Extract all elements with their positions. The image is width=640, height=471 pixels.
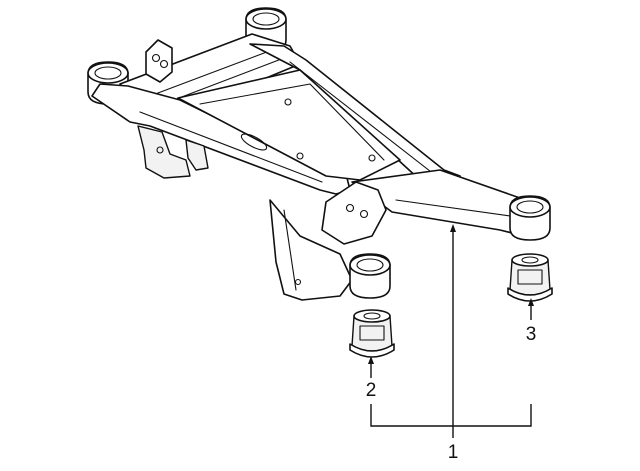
front-left-mount-cup [349, 253, 391, 299]
front-right-mount-cup [509, 195, 551, 241]
rear-subframe-assembly [87, 7, 551, 301]
callout-2: 2 [366, 380, 377, 401]
front-left-lower-body [269, 199, 353, 301]
callout-1: 1 [448, 442, 459, 463]
left-side-rail [91, 83, 351, 195]
left-hanging-bracket [137, 125, 191, 179]
bushing-part-3 [507, 253, 553, 302]
bushing-part-2 [349, 309, 395, 358]
callout-3: 3 [526, 324, 537, 345]
leader-lines [368, 224, 534, 438]
rear-bracket [145, 39, 173, 83]
front-left-bracket [321, 181, 387, 245]
